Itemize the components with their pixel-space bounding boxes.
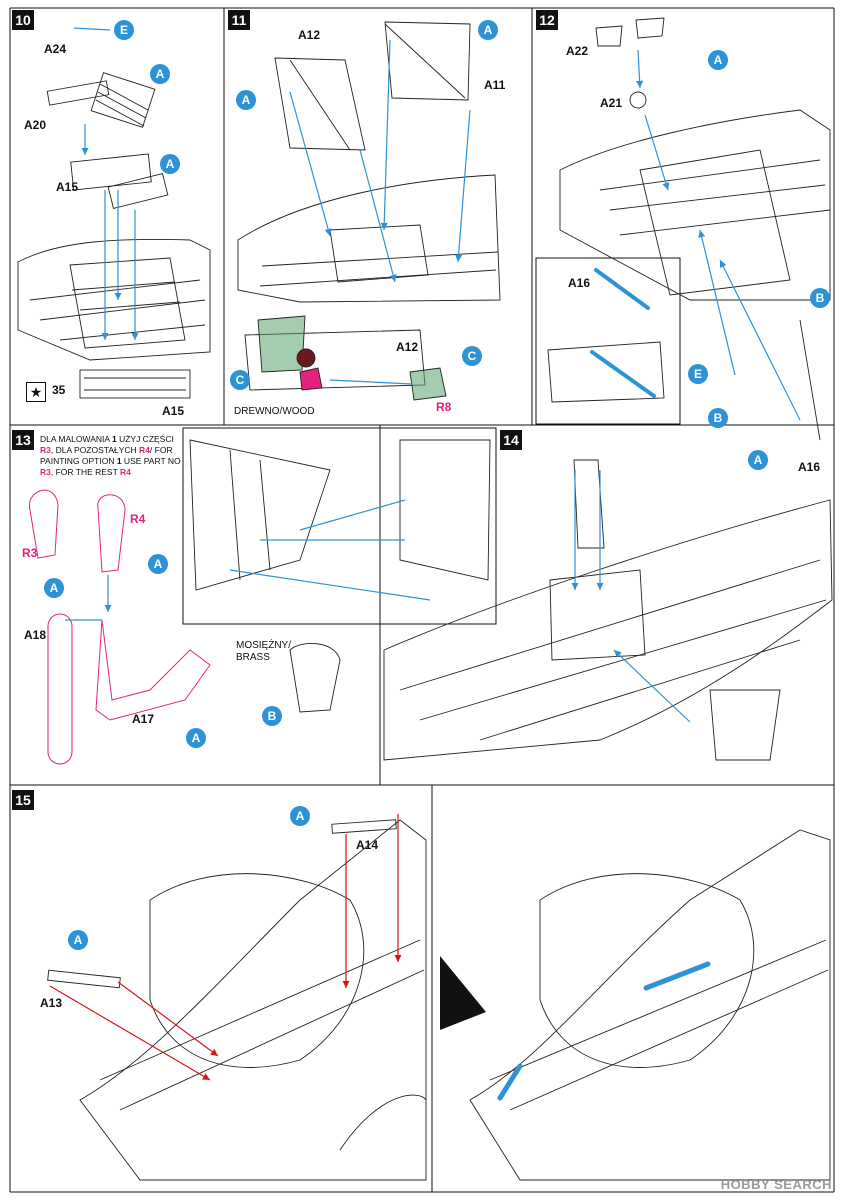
- callout-a: A: [68, 930, 88, 950]
- step-number-13: 13: [12, 430, 34, 450]
- part-label-a14: A14: [356, 838, 379, 852]
- part-label-a24: A24: [44, 42, 67, 56]
- step15-installed-rods: [497, 961, 711, 1101]
- part-label-r8: R8: [436, 400, 452, 414]
- step10-art: [17, 72, 211, 399]
- reference-count: 35: [52, 383, 66, 397]
- note-option-number: 1: [111, 434, 117, 444]
- step-number-14: 14: [500, 430, 522, 450]
- step14-arrows: [571, 470, 691, 723]
- note-text: / FOR: [149, 445, 173, 455]
- step12-rods: [590, 268, 656, 398]
- step15-black-triangle: [440, 956, 486, 1030]
- step-number-15: 15: [12, 790, 34, 810]
- part-label-a20: A20: [24, 118, 47, 132]
- part-label-a15-reference: A15: [162, 404, 185, 418]
- callout-a: A: [708, 50, 728, 70]
- brass-note-line-1: MOSIĘŻNY/: [236, 640, 292, 651]
- note-part-r3: R3: [40, 467, 51, 477]
- step12-arrows: [636, 49, 801, 421]
- part-label-r3: R3: [22, 546, 38, 560]
- step15-art: [47, 819, 831, 1181]
- note-line-2: R3, DLA POZOSTAŁYCH R4/ FOR: [40, 445, 181, 456]
- note-part-r3: R3: [40, 445, 51, 455]
- part-label-a13: A13: [40, 996, 63, 1010]
- part-label-a21: A21: [600, 96, 623, 110]
- part-label-r4: R4: [130, 512, 146, 526]
- callout-a: A: [748, 450, 768, 470]
- callout-a: A: [186, 728, 206, 748]
- note-part-r4: R4: [120, 467, 131, 477]
- wood-note: DREWNO/WOOD: [234, 406, 315, 417]
- star-icon: ★: [26, 382, 46, 402]
- note-line-4: R3, FOR THE REST R4: [40, 467, 181, 478]
- callout-a: A: [148, 554, 168, 574]
- part-label-a15: A15: [56, 180, 79, 194]
- note-line-1: DLA MALOWANIA 1 UŻYJ CZĘŚCI: [40, 434, 181, 445]
- step12-art: [547, 17, 831, 441]
- step10-arrows: [73, 27, 139, 340]
- part-label-a12-detail: A12: [396, 340, 419, 354]
- note-text: UŻYJ CZĘŚCI: [116, 434, 174, 444]
- note-option-number: 1: [116, 456, 122, 466]
- note-text: DLA MALOWANIA: [40, 434, 112, 444]
- part-label-a17: A17: [132, 712, 155, 726]
- step13-arrows: [65, 499, 431, 621]
- callout-b: B: [810, 288, 830, 308]
- brass-note-line-2: BRASS: [236, 652, 270, 663]
- part-label-a18: A18: [24, 628, 47, 642]
- part-label-a12: A12: [298, 28, 321, 42]
- panel-dividers: [9, 7, 835, 1193]
- step14-art: [383, 459, 833, 761]
- note-text: USE PART NO: [121, 456, 181, 466]
- note-line-3: PAINTING OPTION 1 USE PART NO: [40, 456, 181, 467]
- step15-arrows: [49, 814, 402, 1081]
- callout-b: B: [262, 706, 282, 726]
- callout-e: E: [114, 20, 134, 40]
- part-label-a16: A16: [798, 460, 821, 474]
- note-text: PAINTING OPTION: [40, 456, 117, 466]
- callout-a: A: [478, 20, 498, 40]
- callout-c: C: [462, 346, 482, 366]
- part-label-a11: A11: [484, 78, 506, 92]
- callout-a: A: [236, 90, 256, 110]
- callout-a: A: [150, 64, 170, 84]
- step11-art: [237, 21, 501, 401]
- note-text: , FOR THE REST: [50, 467, 120, 477]
- callout-c: C: [230, 370, 250, 390]
- part-label-a16-inset: A16: [568, 276, 591, 290]
- step-number-12: 12: [536, 10, 558, 30]
- step-number-10: 10: [12, 10, 34, 30]
- callout-a: A: [44, 578, 64, 598]
- callout-b: B: [708, 408, 728, 428]
- callout-a: A: [160, 154, 180, 174]
- note-text: , DLA POZOSTAŁYCH: [50, 445, 140, 455]
- painting-option-note: DLA MALOWANIA 1 UŻYJ CZĘŚCI R3, DLA POZO…: [40, 434, 181, 478]
- note-part-r4: R4: [139, 445, 150, 455]
- watermark: HOBBY SEARCH: [720, 1177, 832, 1192]
- step11-arrows: [289, 39, 471, 385]
- step13-inset-art: [189, 439, 491, 713]
- step-number-11: 11: [228, 10, 250, 30]
- callout-e: E: [688, 364, 708, 384]
- callout-a: A: [290, 806, 310, 826]
- part-label-a22: A22: [566, 44, 589, 58]
- step13-art: [29, 489, 211, 765]
